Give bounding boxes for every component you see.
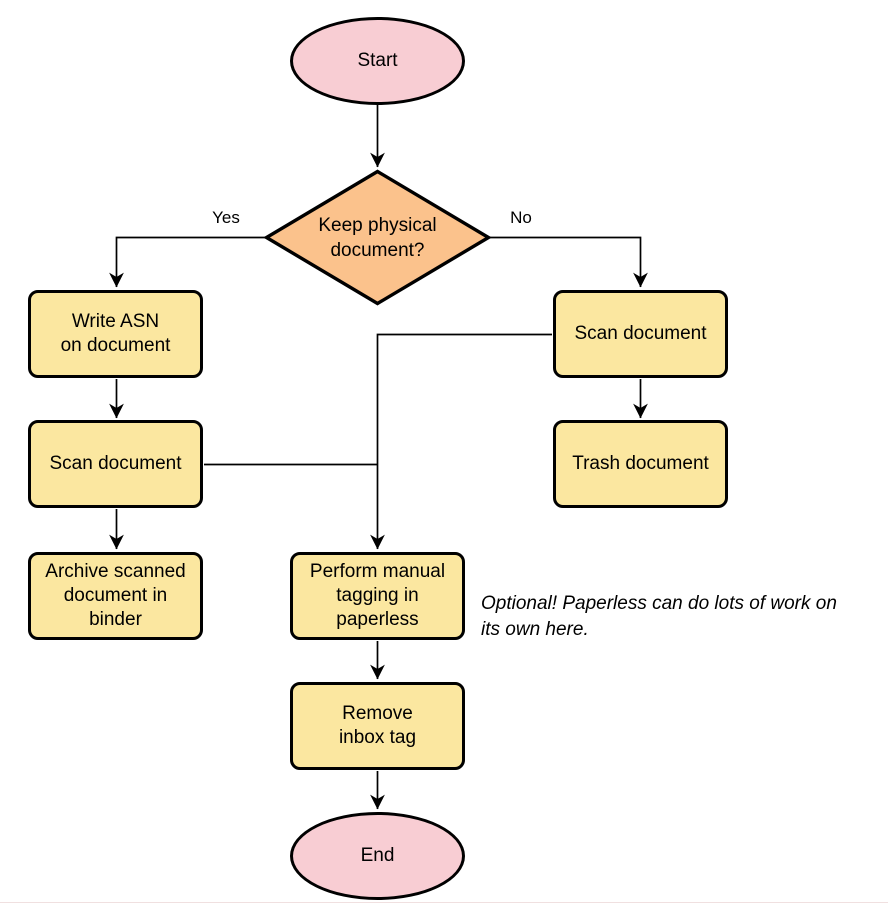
no-label: No bbox=[510, 208, 532, 227]
manual-tagging-node: Perform manual tagging in paperless bbox=[290, 552, 465, 640]
end-terminal: End bbox=[290, 812, 465, 900]
decision-diamond bbox=[263, 169, 492, 306]
page-bottom-divider bbox=[0, 902, 888, 903]
decision-label: Keep physical document? bbox=[318, 214, 437, 261]
trash-document-node: Trash document bbox=[553, 420, 728, 508]
start-terminal: Start bbox=[290, 17, 465, 105]
scan-document-left-node: Scan document bbox=[28, 420, 203, 508]
edge-decision-no-to-scan-right bbox=[488, 236, 648, 288]
yes-label: Yes bbox=[212, 208, 240, 227]
write-asn-node: Write ASN on document bbox=[28, 290, 203, 378]
edge-scan-right-to-tagging bbox=[370, 333, 552, 550]
remove-inbox-tag-node: Remove inbox tag bbox=[290, 682, 465, 770]
annotation-note: Optional! Paperless can do lots of work … bbox=[481, 593, 837, 640]
archive-node: Archive scanned document in binder bbox=[28, 552, 203, 640]
scan-document-right-node: Scan document bbox=[553, 290, 728, 378]
edge-decision-yes-to-write-asn bbox=[109, 236, 267, 288]
